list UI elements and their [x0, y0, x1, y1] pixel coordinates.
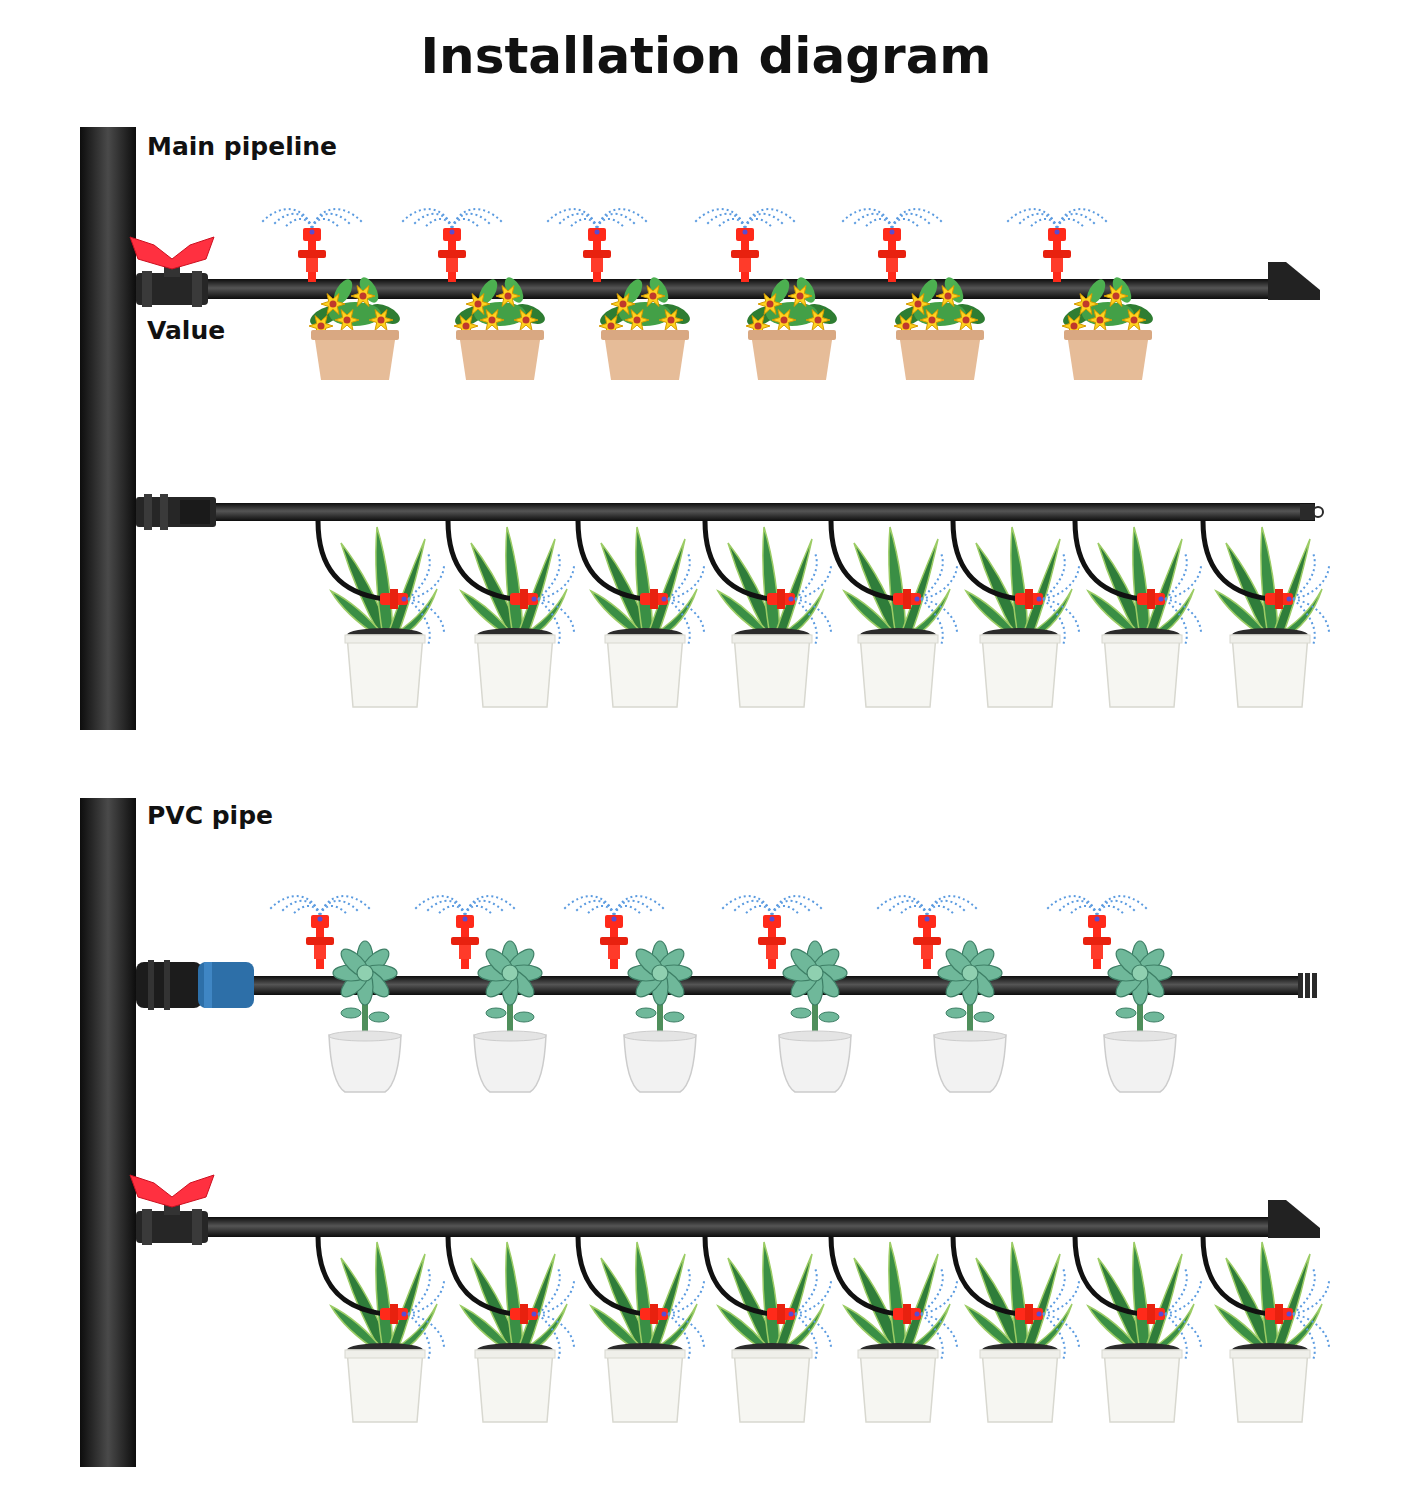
sprinkler [1047, 896, 1147, 969]
end-cap [1268, 1200, 1320, 1238]
branch-pipe [200, 1217, 1285, 1237]
snake-plant-pot [1088, 527, 1194, 707]
sprinkler [402, 209, 502, 282]
drip-line [953, 521, 1079, 645]
drip-line [953, 1236, 1079, 1360]
snake-plant-pot [1216, 1242, 1322, 1422]
succulent-pot [1104, 941, 1176, 1092]
drip-line [578, 521, 704, 645]
pipe-label: Main pipeline [147, 132, 337, 162]
valve [130, 237, 214, 307]
end-cap [1268, 262, 1320, 300]
succulent-pot [329, 941, 401, 1092]
threaded-end [1298, 973, 1317, 998]
drip-line [831, 521, 957, 645]
drip-line [318, 1236, 444, 1360]
flower-pot [744, 274, 840, 380]
end-plug [1300, 504, 1323, 520]
main-pipe [80, 798, 136, 1467]
drip-line [831, 1236, 957, 1360]
sprinkler [564, 896, 664, 969]
pipe-connector [136, 494, 216, 530]
sprinkler [1007, 209, 1107, 282]
valve [130, 1175, 214, 1245]
pipe-label: Value [147, 316, 225, 346]
drip-line [705, 521, 831, 645]
drip-line [578, 1236, 704, 1360]
drip-line [705, 1236, 831, 1360]
sprinkler [877, 896, 977, 969]
snake-plant-pot [844, 1242, 950, 1422]
drip-line [448, 1236, 574, 1360]
succulent-pot [779, 941, 851, 1092]
flower-pot [452, 274, 548, 380]
drip-line [1203, 521, 1329, 645]
snake-plant-pot [1216, 527, 1322, 707]
sprinkler [262, 209, 362, 282]
snake-plant-pot [844, 527, 950, 707]
main-pipe [80, 127, 136, 730]
flower-pot [1060, 274, 1156, 380]
snake-plant-pot [331, 527, 437, 707]
diagram-title: Installation diagram [421, 26, 992, 86]
drip-line [1075, 1236, 1201, 1360]
flower-pot [892, 274, 988, 380]
snake-plant-pot [591, 527, 697, 707]
flower-pot [597, 274, 693, 380]
sprinkler [415, 896, 515, 969]
snake-plant-pot [461, 527, 567, 707]
drip-line [1203, 1236, 1329, 1360]
succulent-pot [474, 941, 546, 1092]
succulent-pot [934, 941, 1006, 1092]
branch-pipe [200, 503, 1315, 521]
snake-plant-pot [331, 1242, 437, 1422]
sprinkler [842, 209, 942, 282]
snake-plant-pot [966, 527, 1072, 707]
drip-line [318, 521, 444, 645]
flower-pot [307, 274, 403, 380]
drip-line [448, 521, 574, 645]
drip-line [1075, 521, 1201, 645]
snake-plant-pot [1088, 1242, 1194, 1422]
snake-plant-pot [718, 527, 824, 707]
pipe-label: PVC pipe [147, 801, 273, 831]
snake-plant-pot [966, 1242, 1072, 1422]
snake-plant-pot [461, 1242, 567, 1422]
succulent-pot [624, 941, 696, 1092]
snake-plant-pot [718, 1242, 824, 1422]
sprinkler [270, 896, 370, 969]
sprinkler [695, 209, 795, 282]
snake-plant-pot [591, 1242, 697, 1422]
sprinkler [722, 896, 822, 969]
sprinkler [547, 209, 647, 282]
pipe-connector [136, 960, 254, 1010]
